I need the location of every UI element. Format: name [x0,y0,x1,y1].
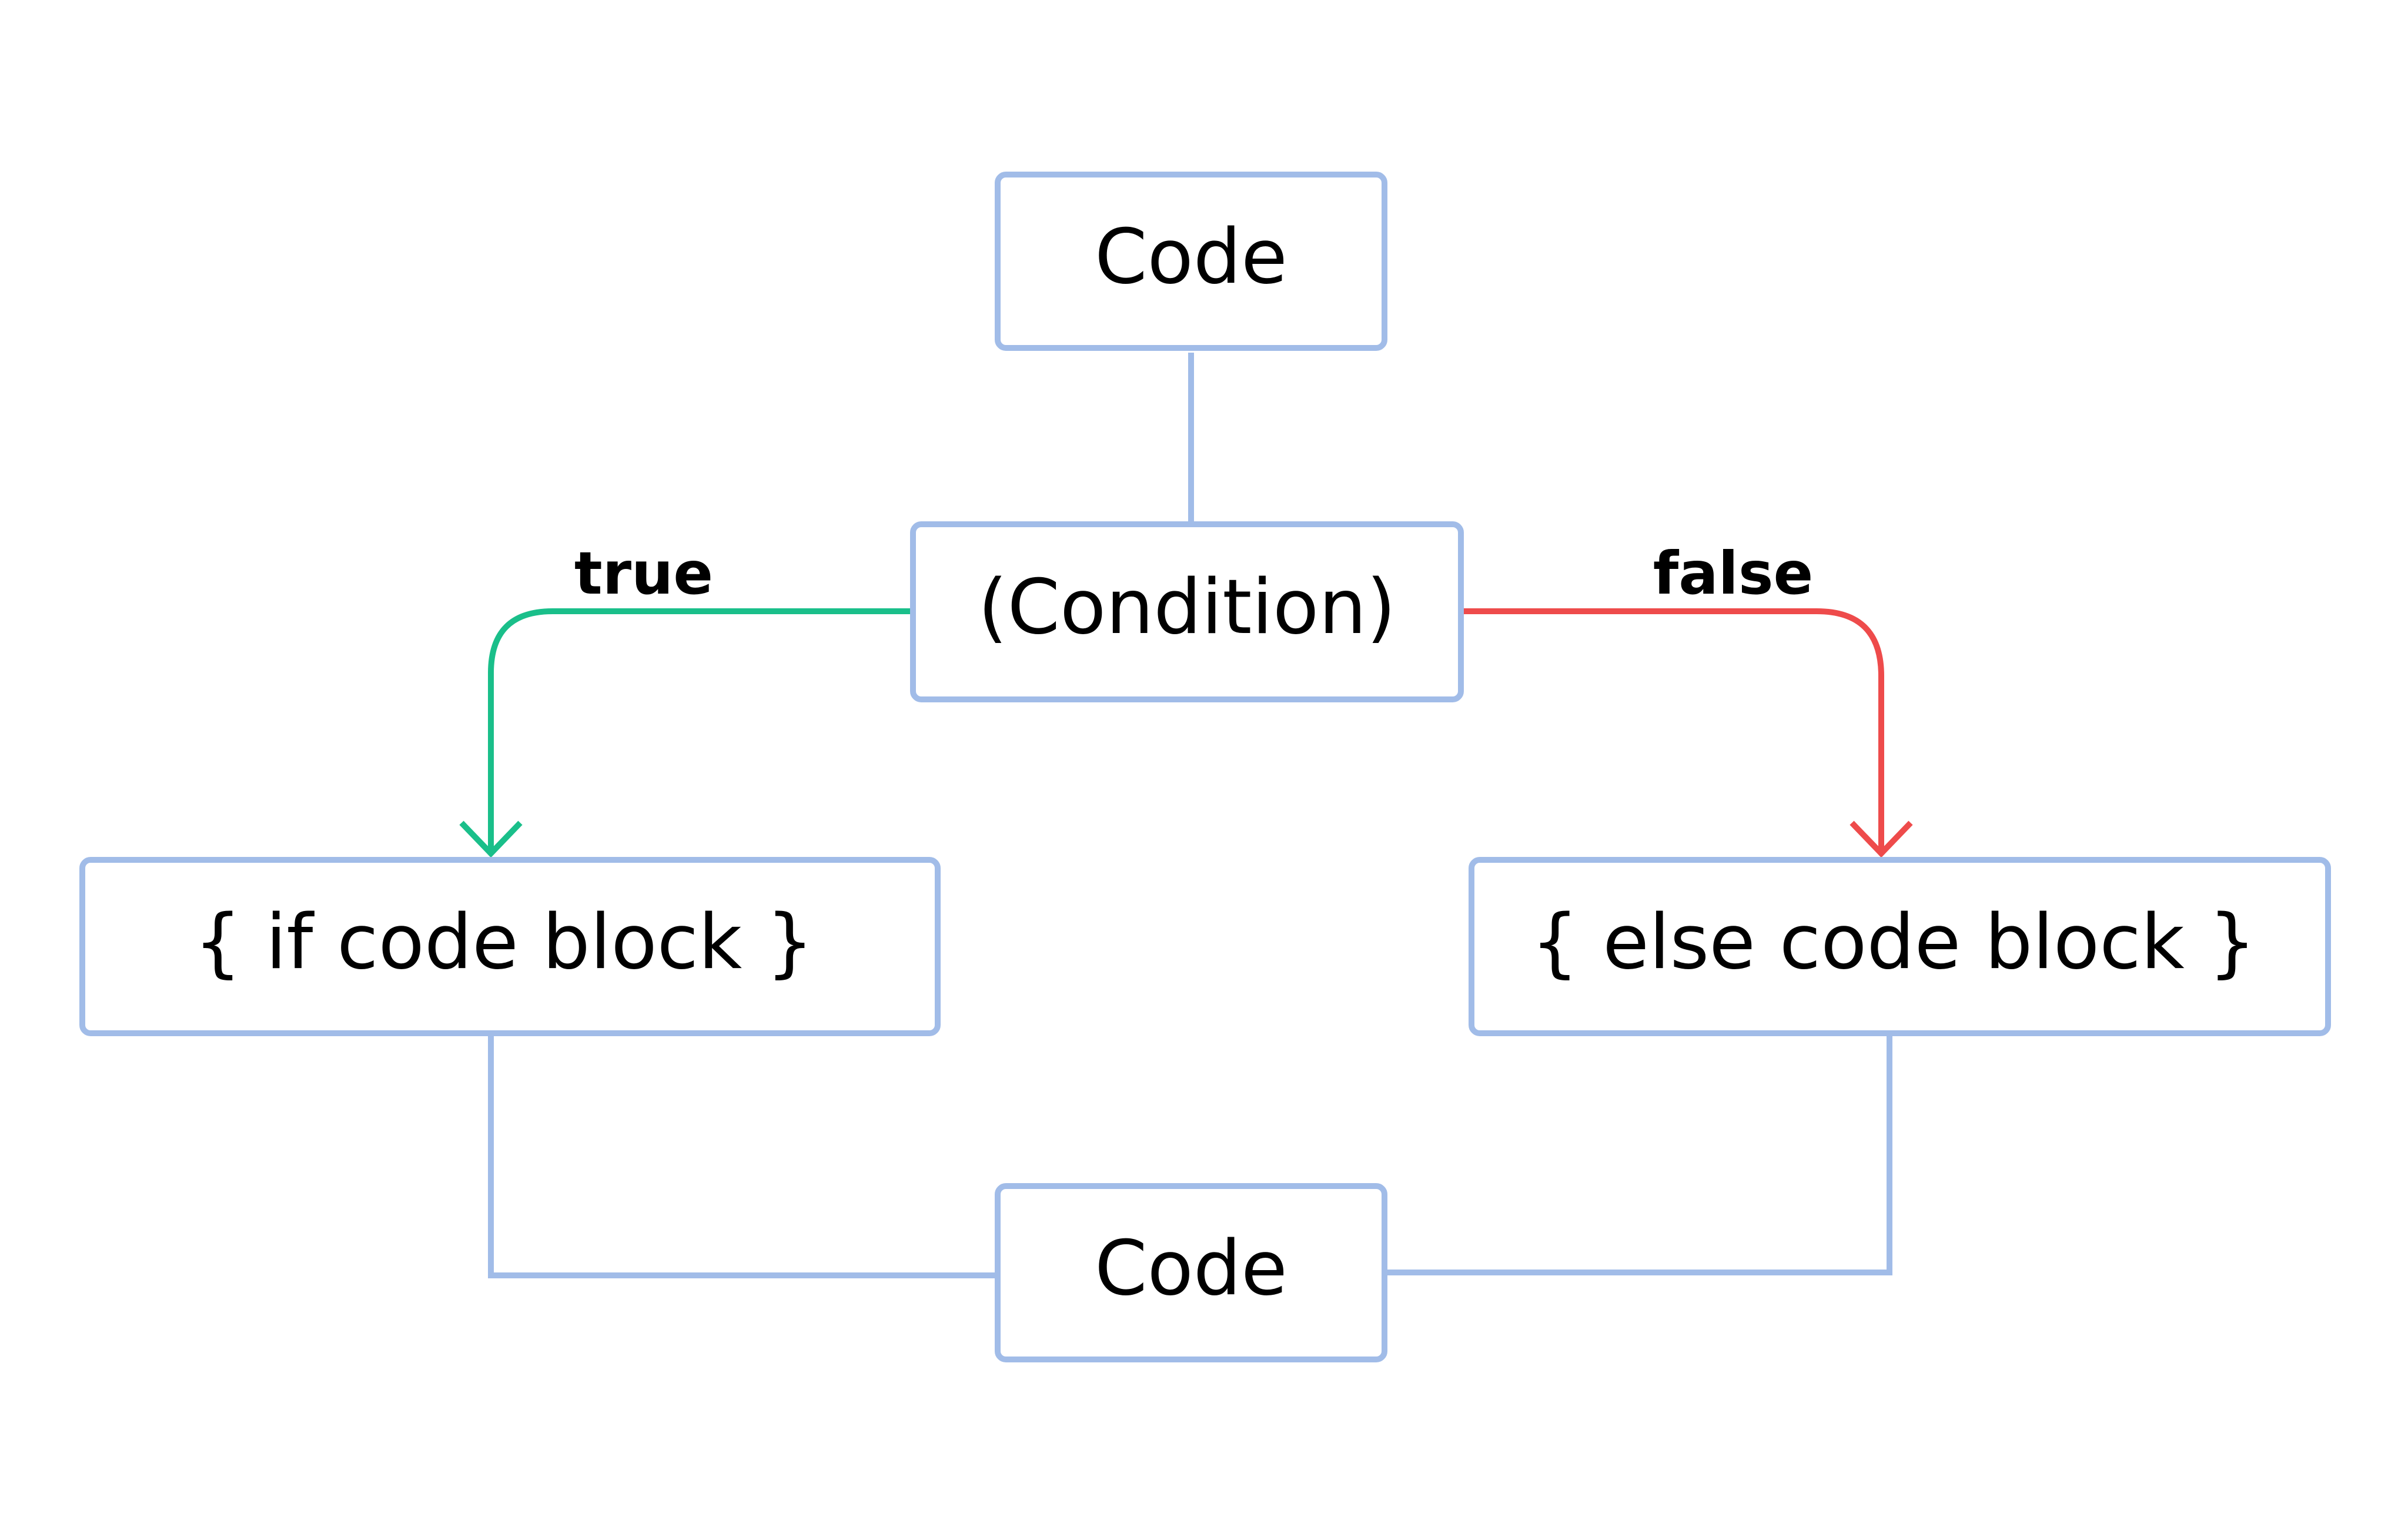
bottom-code-node: Code [995,1183,1387,1362]
condition-box [910,521,1464,702]
else-block-label: { else code block } [1531,899,2256,986]
false-arrowhead [1850,820,1913,858]
top-code-node: Code [995,172,1387,351]
true-arrowhead [459,820,523,858]
if-block-node: { if code block } [79,857,941,1036]
true-label: true [574,539,713,608]
top-code-label: Code [1095,213,1287,301]
false-label: false [1653,539,1814,608]
connector-else-to-bottom [1384,1034,1892,1275]
else-block-box [1469,857,2331,1036]
if-block-label: { if code block } [194,899,814,986]
else-block-node: { else code block } [1469,857,2331,1036]
bottom-code-label: Code [1095,1225,1287,1312]
condition-label: (Condition) [978,564,1396,651]
if-block-box [79,857,941,1036]
false-branch-arrow [1464,608,1884,852]
connector-if-to-bottom [488,1034,998,1278]
top-code-box [995,172,1387,351]
condition-node: (Condition) [910,521,1464,702]
true-branch-arrow [488,608,910,852]
bottom-code-box [995,1183,1387,1362]
